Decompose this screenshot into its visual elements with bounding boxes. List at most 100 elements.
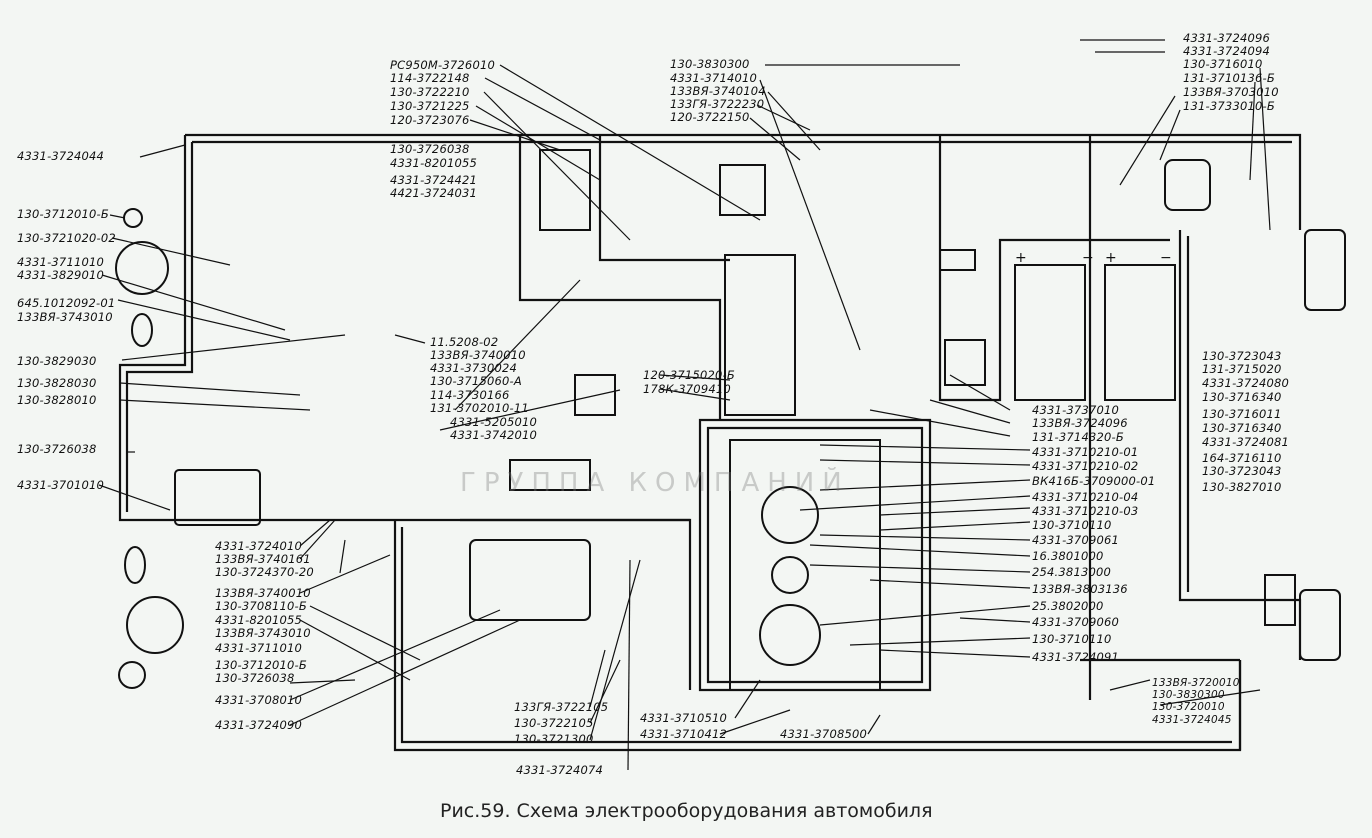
svg-text:+: + (1015, 250, 1027, 266)
label-top-center-4: 120-3722150 (670, 110, 750, 124)
label-left-8: 130-3828030 (17, 376, 97, 390)
instrument-panel (729, 439, 881, 691)
label-center-right-13: 25.3802000 (1032, 599, 1104, 613)
label-top-left-2: 130-3722210 (390, 85, 470, 99)
windshield-wiper-motor (1164, 159, 1211, 211)
label-lower-left-5: 4331-8201055 (215, 613, 303, 627)
svg-text:−: − (1160, 250, 1172, 266)
label-right-mid-5: 130-3716340 (1202, 421, 1282, 435)
side-lamp-left-bottom (118, 661, 146, 689)
label-right-mid-7: 164-3716110 (1202, 451, 1282, 465)
label-top-right-3: 131-3710136-Б (1183, 71, 1275, 85)
fuse-block (724, 254, 796, 416)
label-bottom-right-0: 133ВЯ-3720010 (1152, 677, 1240, 689)
label-bottom-right-3: 4331-3724045 (1152, 714, 1232, 726)
label-bottom-0: 133ГЯ-3722105 (514, 700, 609, 714)
label-center-4: 114-3730166 (430, 388, 510, 402)
label-center-right-10: 16.3801000 (1032, 549, 1104, 563)
label-right-mid-1: 131-3715020 (1202, 362, 1282, 376)
pressure-gauge (759, 604, 821, 666)
label-top-right-2: 130-3716010 (1183, 57, 1263, 71)
label-top-left-3: 130-3721225 (390, 99, 470, 113)
label-center-right-2: 131-3714320-Б (1032, 430, 1124, 444)
label-top-center-1: 4331-3714010 (670, 71, 758, 85)
bottom-loop-inner (400, 527, 1232, 744)
label-lower-left-6: 133ВЯ-3743010 (215, 626, 311, 640)
tachometer-gauge (771, 556, 809, 594)
label-left-7: 130-3829030 (17, 354, 97, 368)
ignition-coil (719, 164, 766, 216)
label-center-right-8: 130-3710110 (1032, 518, 1112, 532)
label-right-mid-8: 130-3723043 (1202, 464, 1282, 478)
label-lower-left-0: 4331-3724010 (215, 539, 303, 553)
label-center-right-5: ВК416Б-3709000-01 (1032, 474, 1156, 488)
main-harness (185, 133, 1302, 230)
label-lower-left-4: 130-3708110-Б (215, 599, 307, 613)
label-center-right-12: 133ВЯ-3803136 (1032, 582, 1128, 596)
speedometer-gauge (761, 486, 819, 544)
left-harness (118, 135, 187, 522)
label-center-5: 131-3702010-11 (430, 401, 529, 415)
label-bottom-right-1: 130-3830300 (1152, 689, 1225, 701)
label-center-2: 4331-3730024 (430, 361, 518, 375)
headlamp-left-bottom (126, 596, 184, 654)
label-center-small-0: 120-3715020-Б (643, 368, 735, 382)
label-bottom-right-2: 130-3720010 (1152, 701, 1225, 713)
label-lower-left-9: 130-3726038 (215, 671, 295, 685)
label-left-11: 4331-3701010 (17, 478, 105, 492)
relay-block (539, 149, 591, 231)
ignition-switch-relay (509, 459, 591, 491)
label-left-5: 645.1012092-01 (17, 296, 116, 310)
label-top-left-inner-3: 4421-3724031 (390, 186, 478, 200)
label-bottom-5: 4331-3708500 (780, 727, 868, 741)
label-lower-left-2: 130-3724370-20 (215, 565, 314, 579)
label-top-center-3: 133ГЯ-3722230 (670, 97, 765, 111)
starter (469, 539, 591, 621)
label-center-right-1: 133ВЯ-3724096 (1032, 416, 1128, 430)
label-left-1: 130-3712010-Б (17, 207, 109, 221)
label-center-right-14: 4331-3709060 (1032, 615, 1120, 629)
label-left-3: 4331-3711010 (17, 255, 105, 269)
label-center-6: 4331-5205010 (450, 415, 538, 429)
label-center-right-7: 4331-3710210-03 (1032, 504, 1139, 518)
label-left-6: 133ВЯ-3743010 (17, 310, 113, 324)
label-center-right-9: 4331-3709061 (1032, 533, 1120, 547)
label-center-right-3: 4331-3710210-01 (1032, 445, 1139, 459)
label-lower-left-7: 4331-3711010 (215, 641, 303, 655)
label-bottom-6: 4331-3724074 (516, 763, 604, 777)
label-center-right-15: 130-3710110 (1032, 632, 1112, 646)
voltage-regulator (574, 374, 616, 416)
label-top-left-1: 114-3722148 (390, 71, 470, 85)
label-top-left-0: РС950М-3726010 (390, 58, 496, 72)
svg-text:+: + (1105, 250, 1117, 266)
alternator (174, 469, 261, 526)
light-switch (939, 249, 976, 271)
label-right-mid-0: 130-3723043 (1202, 349, 1282, 363)
taillamp-right-bottom (1299, 589, 1341, 661)
headlamp-left-top (115, 241, 169, 295)
label-top-left-inner-1: 4331-8201055 (390, 156, 478, 170)
label-center-right-0: 4331-3737010 (1032, 403, 1120, 417)
label-center-small-1: 178К-3709410 (643, 382, 731, 396)
label-left-2: 130-3721020-02 (17, 231, 116, 245)
label-top-left-4: 120-3723076 (390, 113, 470, 127)
label-top-center-0: 130-3830300 (670, 57, 750, 71)
label-right-mid-9: 130-3827010 (1202, 480, 1282, 494)
watermark: ГРУППА КОМПАНИЙ (460, 468, 850, 498)
label-center-0: 11.5208-02 (430, 335, 499, 349)
label-right-mid-3: 130-3716340 (1202, 390, 1282, 404)
label-center-1: 133ВЯ-3740010 (430, 348, 526, 362)
label-lower-left-8: 130-3712010-Б (215, 658, 307, 672)
label-lower-left-3: 133ВЯ-3740010 (215, 586, 311, 600)
battery-1 (1014, 264, 1086, 401)
connector-rear (1264, 574, 1296, 626)
label-top-right-1: 4331-3724094 (1183, 44, 1271, 58)
label-center-right-16: 4331-3724091 (1032, 650, 1120, 664)
label-top-left-inner-2: 4331-3724421 (390, 173, 478, 187)
label-bottom-4: 4331-3710412 (640, 727, 728, 741)
label-bottom-3: 4331-3710510 (640, 711, 728, 725)
label-top-right-0: 4331-3724096 (1183, 31, 1271, 45)
label-lower-left-1: 133ВЯ-3740161 (215, 552, 311, 566)
